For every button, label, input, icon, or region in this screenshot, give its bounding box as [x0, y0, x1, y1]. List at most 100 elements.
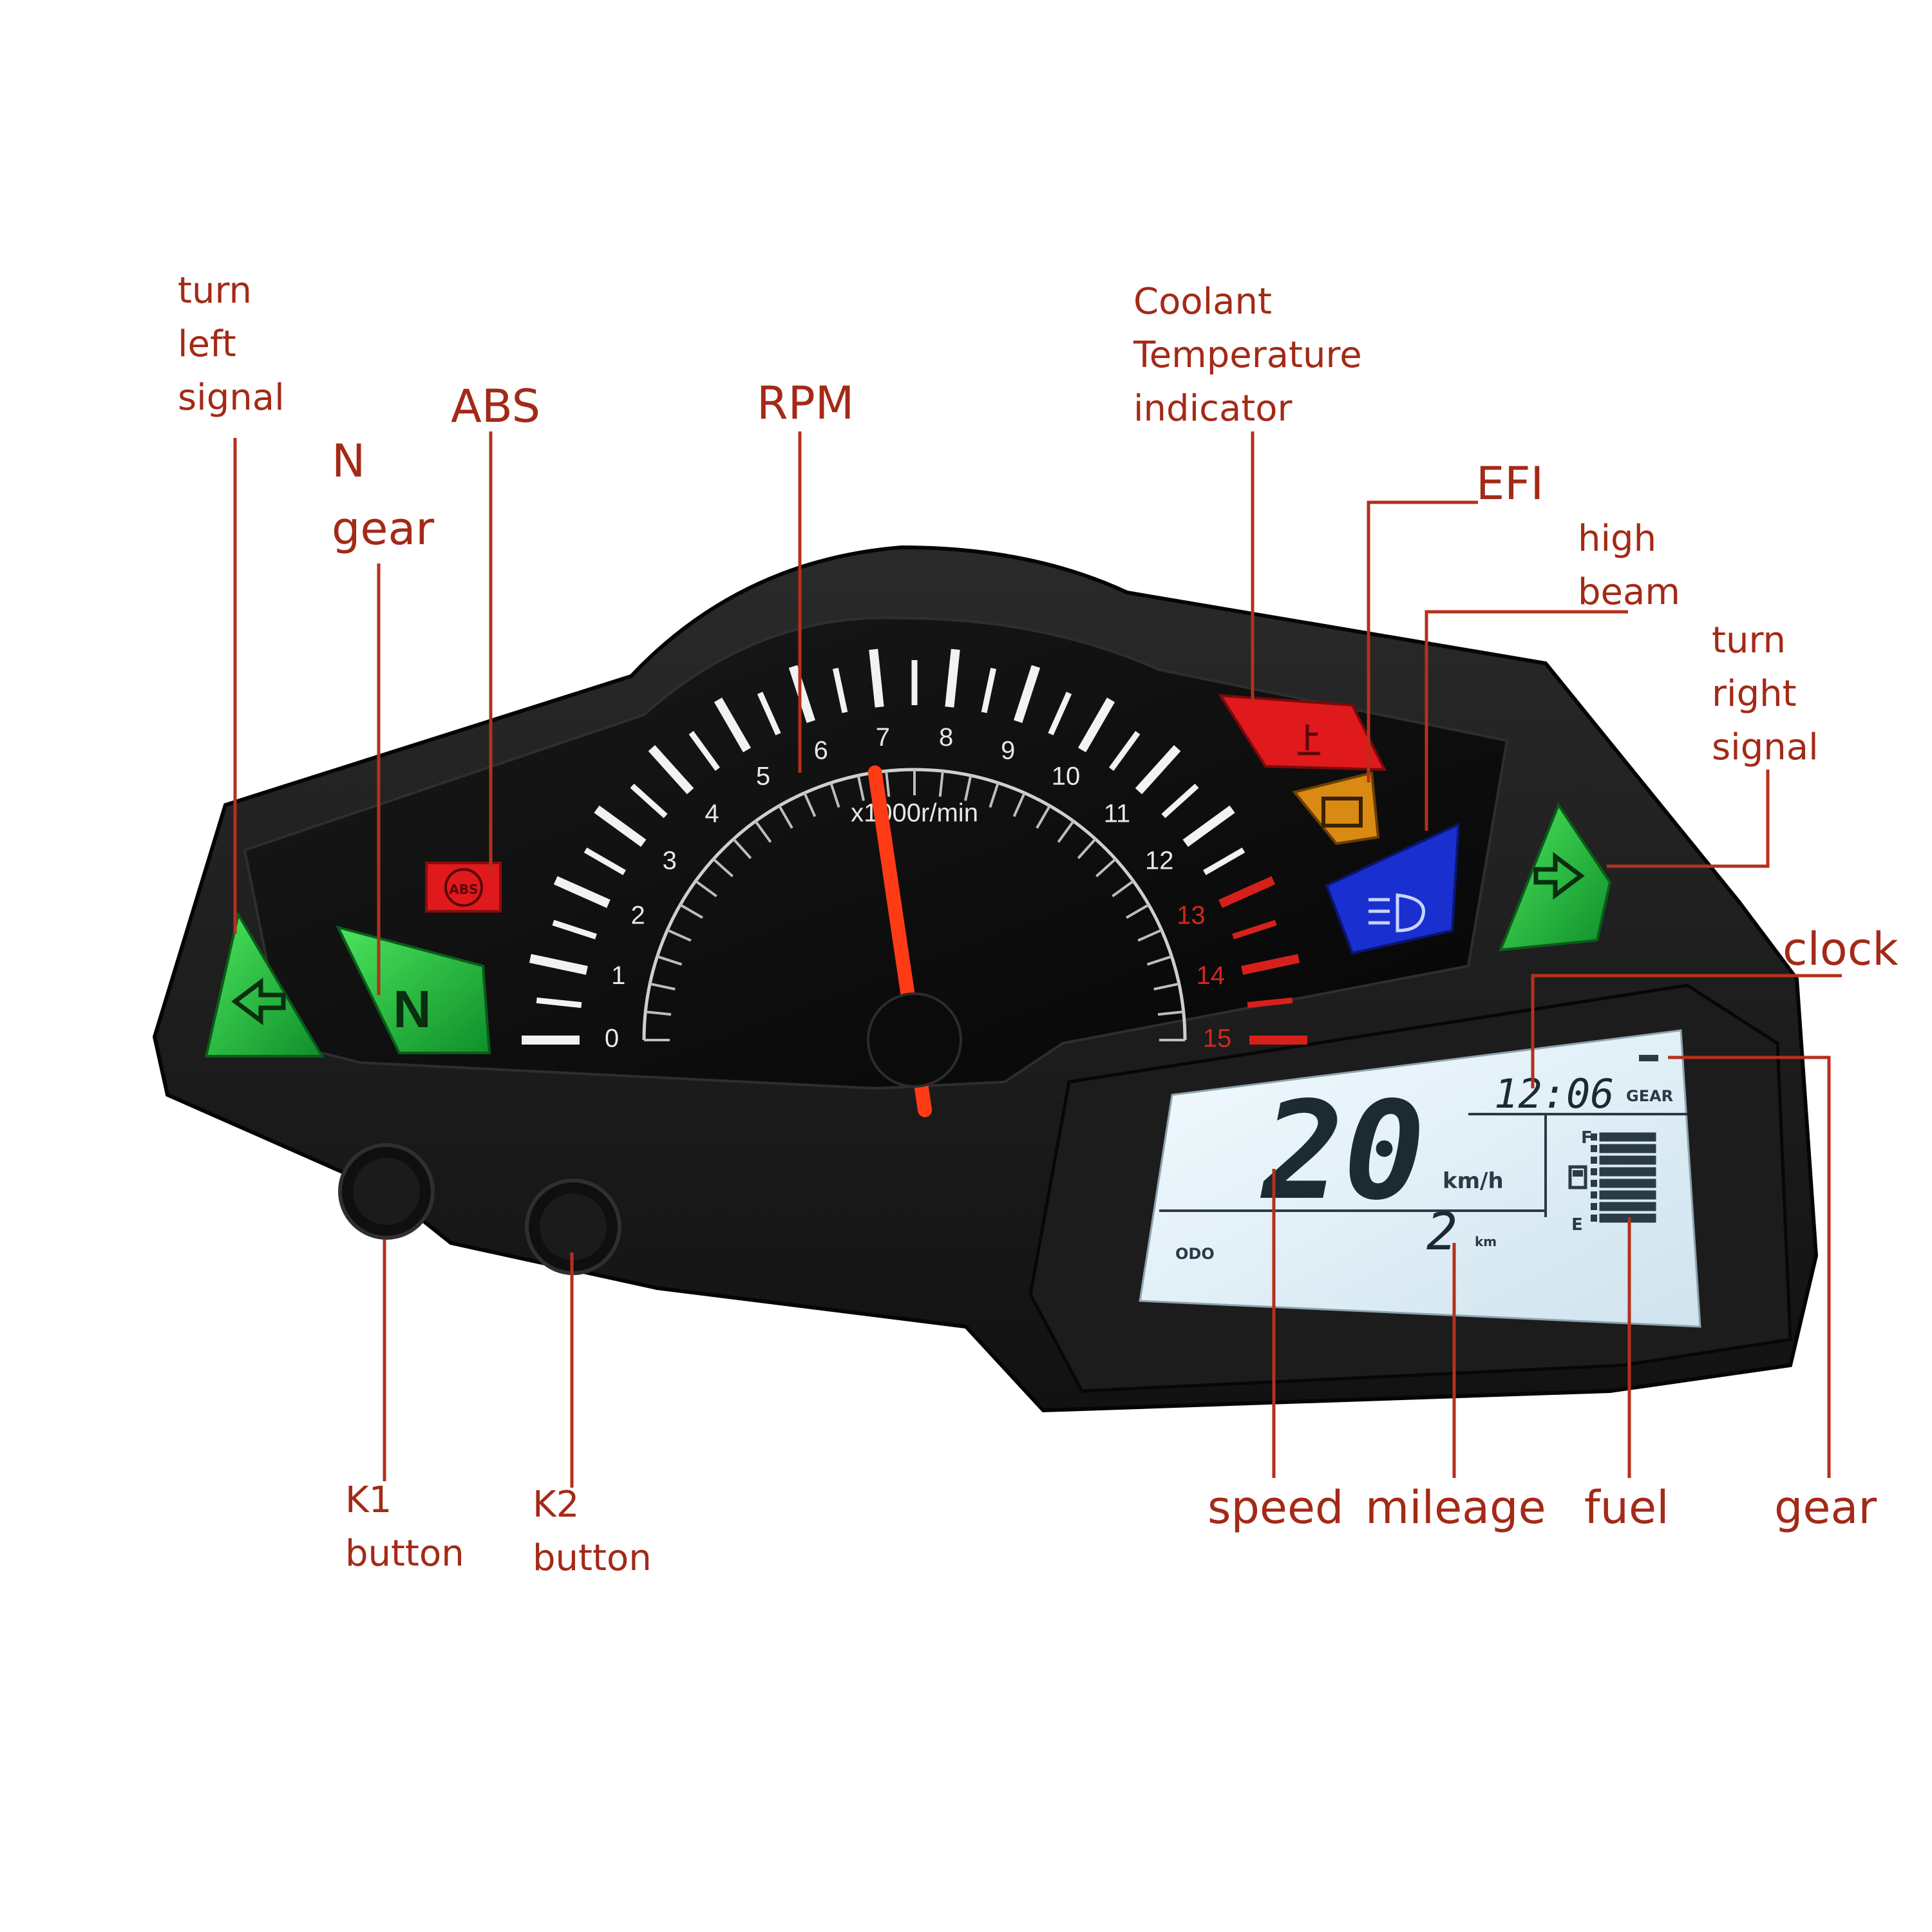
tach-tick-label: 7: [876, 723, 890, 752]
label-gear: gear: [1774, 1481, 1877, 1534]
fuel-bar-marker: [1591, 1215, 1597, 1222]
label-k2-1: K2: [533, 1484, 579, 1526]
tach-tick-label: 4: [705, 799, 719, 828]
tach-tick: [1161, 783, 1199, 819]
tach-minor-tick: [679, 904, 703, 919]
tach-tick-label: 2: [631, 901, 645, 929]
label-fuel: fuel: [1584, 1481, 1669, 1534]
tach-tick: [688, 731, 720, 771]
tach-minor-tick: [656, 955, 683, 966]
tach-tick: [529, 954, 588, 975]
label-high-beam-2: beam: [1578, 571, 1680, 613]
label-turn-left-3: signal: [178, 377, 285, 419]
tach-tick: [945, 649, 960, 708]
tach-minor-tick: [1077, 838, 1097, 859]
tach-unit: x1000r/min: [851, 799, 978, 828]
tach-tick: [1232, 920, 1277, 940]
tach-tick: [553, 876, 611, 908]
neutral-indicator: N: [336, 925, 491, 1054]
tach-tick-label: 6: [814, 737, 828, 765]
fuel-bar-segment: [1599, 1190, 1656, 1200]
k1-button[interactable]: [338, 1143, 435, 1240]
tach-tick-label: 11: [1104, 799, 1131, 828]
needle-hub: [867, 992, 962, 1088]
tach-minor-tick: [1036, 805, 1051, 829]
label-abs: ABS: [451, 380, 540, 433]
fuel-full-label: F: [1581, 1128, 1593, 1148]
tach-tick: [1203, 848, 1245, 875]
tach-tick: [1014, 665, 1041, 723]
tach-minor-tick: [1012, 792, 1026, 817]
tach-tick: [648, 744, 694, 795]
tach-minor-tick: [649, 982, 676, 990]
tach-minor-tick: [964, 775, 972, 801]
arrow-right-icon: [1533, 852, 1585, 900]
label-mileage: mileage: [1365, 1481, 1546, 1534]
tach-minor-tick: [1126, 904, 1150, 919]
tach-tick: [1077, 697, 1115, 753]
headlight-icon: [1368, 893, 1425, 933]
tach-tick: [1241, 954, 1300, 975]
abs-icon-text: ABS: [449, 882, 478, 897]
tach-minor-tick: [1146, 955, 1173, 966]
leader-efi: [1367, 500, 1478, 782]
tach-tick: [832, 667, 848, 714]
leader-clock: [1531, 974, 1842, 1088]
fuel-pump-icon: [1568, 1165, 1587, 1189]
fuel-bar-marker: [1591, 1168, 1597, 1175]
label-efi: EFI: [1476, 457, 1544, 510]
lcd-panel: [1139, 1029, 1701, 1328]
gear-label: GEAR: [1626, 1087, 1673, 1105]
tach-tick-label: 8: [939, 723, 953, 752]
lcd-screen: 20 km/h 12:06 GEAR ODO 2 km F E: [1139, 1029, 1701, 1328]
fuel-bar-marker: [1591, 1191, 1597, 1198]
fuel-bar-marker: [1591, 1180, 1597, 1187]
tach-tick: [981, 667, 997, 714]
tach-minor-tick: [829, 782, 840, 808]
leader-turn-right: [1607, 770, 1770, 868]
tach-tick: [594, 805, 647, 848]
odo-value: 2: [1426, 1202, 1457, 1262]
leader-high-beam: [1425, 610, 1628, 831]
fuel-bar-marker: [1591, 1133, 1597, 1141]
label-k2-2: button: [533, 1537, 652, 1579]
high-beam-indicator: [1325, 822, 1461, 955]
gear-segment: [1639, 1055, 1658, 1061]
label-turn-left-2: left: [178, 323, 236, 365]
tach-tick: [536, 997, 582, 1009]
engine-icon: [1321, 797, 1363, 828]
turn-left-indicator: [204, 911, 325, 1057]
neutral-letter: N: [393, 980, 431, 1039]
tach-minor-tick: [1157, 1010, 1184, 1016]
tach-minor-tick: [1095, 858, 1117, 878]
fuel-bar-segment: [1599, 1144, 1656, 1153]
tach-minor-tick: [778, 805, 793, 829]
tach-minor-tick: [1153, 982, 1180, 990]
label-k1-2: button: [345, 1533, 464, 1575]
tach-minor-tick: [1057, 820, 1075, 843]
tach-minor-tick: [938, 771, 944, 797]
turn-right-indicator: [1498, 802, 1612, 952]
tach-tick-label: 14: [1196, 961, 1225, 990]
fuel-bar-marker: [1591, 1145, 1597, 1152]
tach-tick: [583, 848, 626, 875]
tach-minor-tick: [754, 820, 772, 843]
tach-tick-label: 5: [756, 762, 770, 791]
tach-minor-tick: [885, 771, 891, 797]
fuel-bar-segment: [1599, 1179, 1656, 1188]
tach-minor-tick: [732, 838, 752, 859]
abs-icon: [444, 868, 483, 907]
label-high-beam-1: high: [1578, 518, 1656, 560]
tach-minor-tick: [667, 929, 692, 942]
fuel-bar-segment: [1599, 1155, 1656, 1165]
label-turn-right-1: turn: [1712, 620, 1786, 661]
tach-minor-tick: [645, 1010, 672, 1016]
label-rpm: RPM: [757, 377, 854, 430]
speed-unit: km/h: [1443, 1168, 1504, 1194]
tach-tick-label: 12: [1145, 846, 1174, 875]
tach-tick: [869, 649, 884, 708]
label-k1-1: K1: [345, 1479, 392, 1521]
tach-tick: [1135, 744, 1181, 795]
